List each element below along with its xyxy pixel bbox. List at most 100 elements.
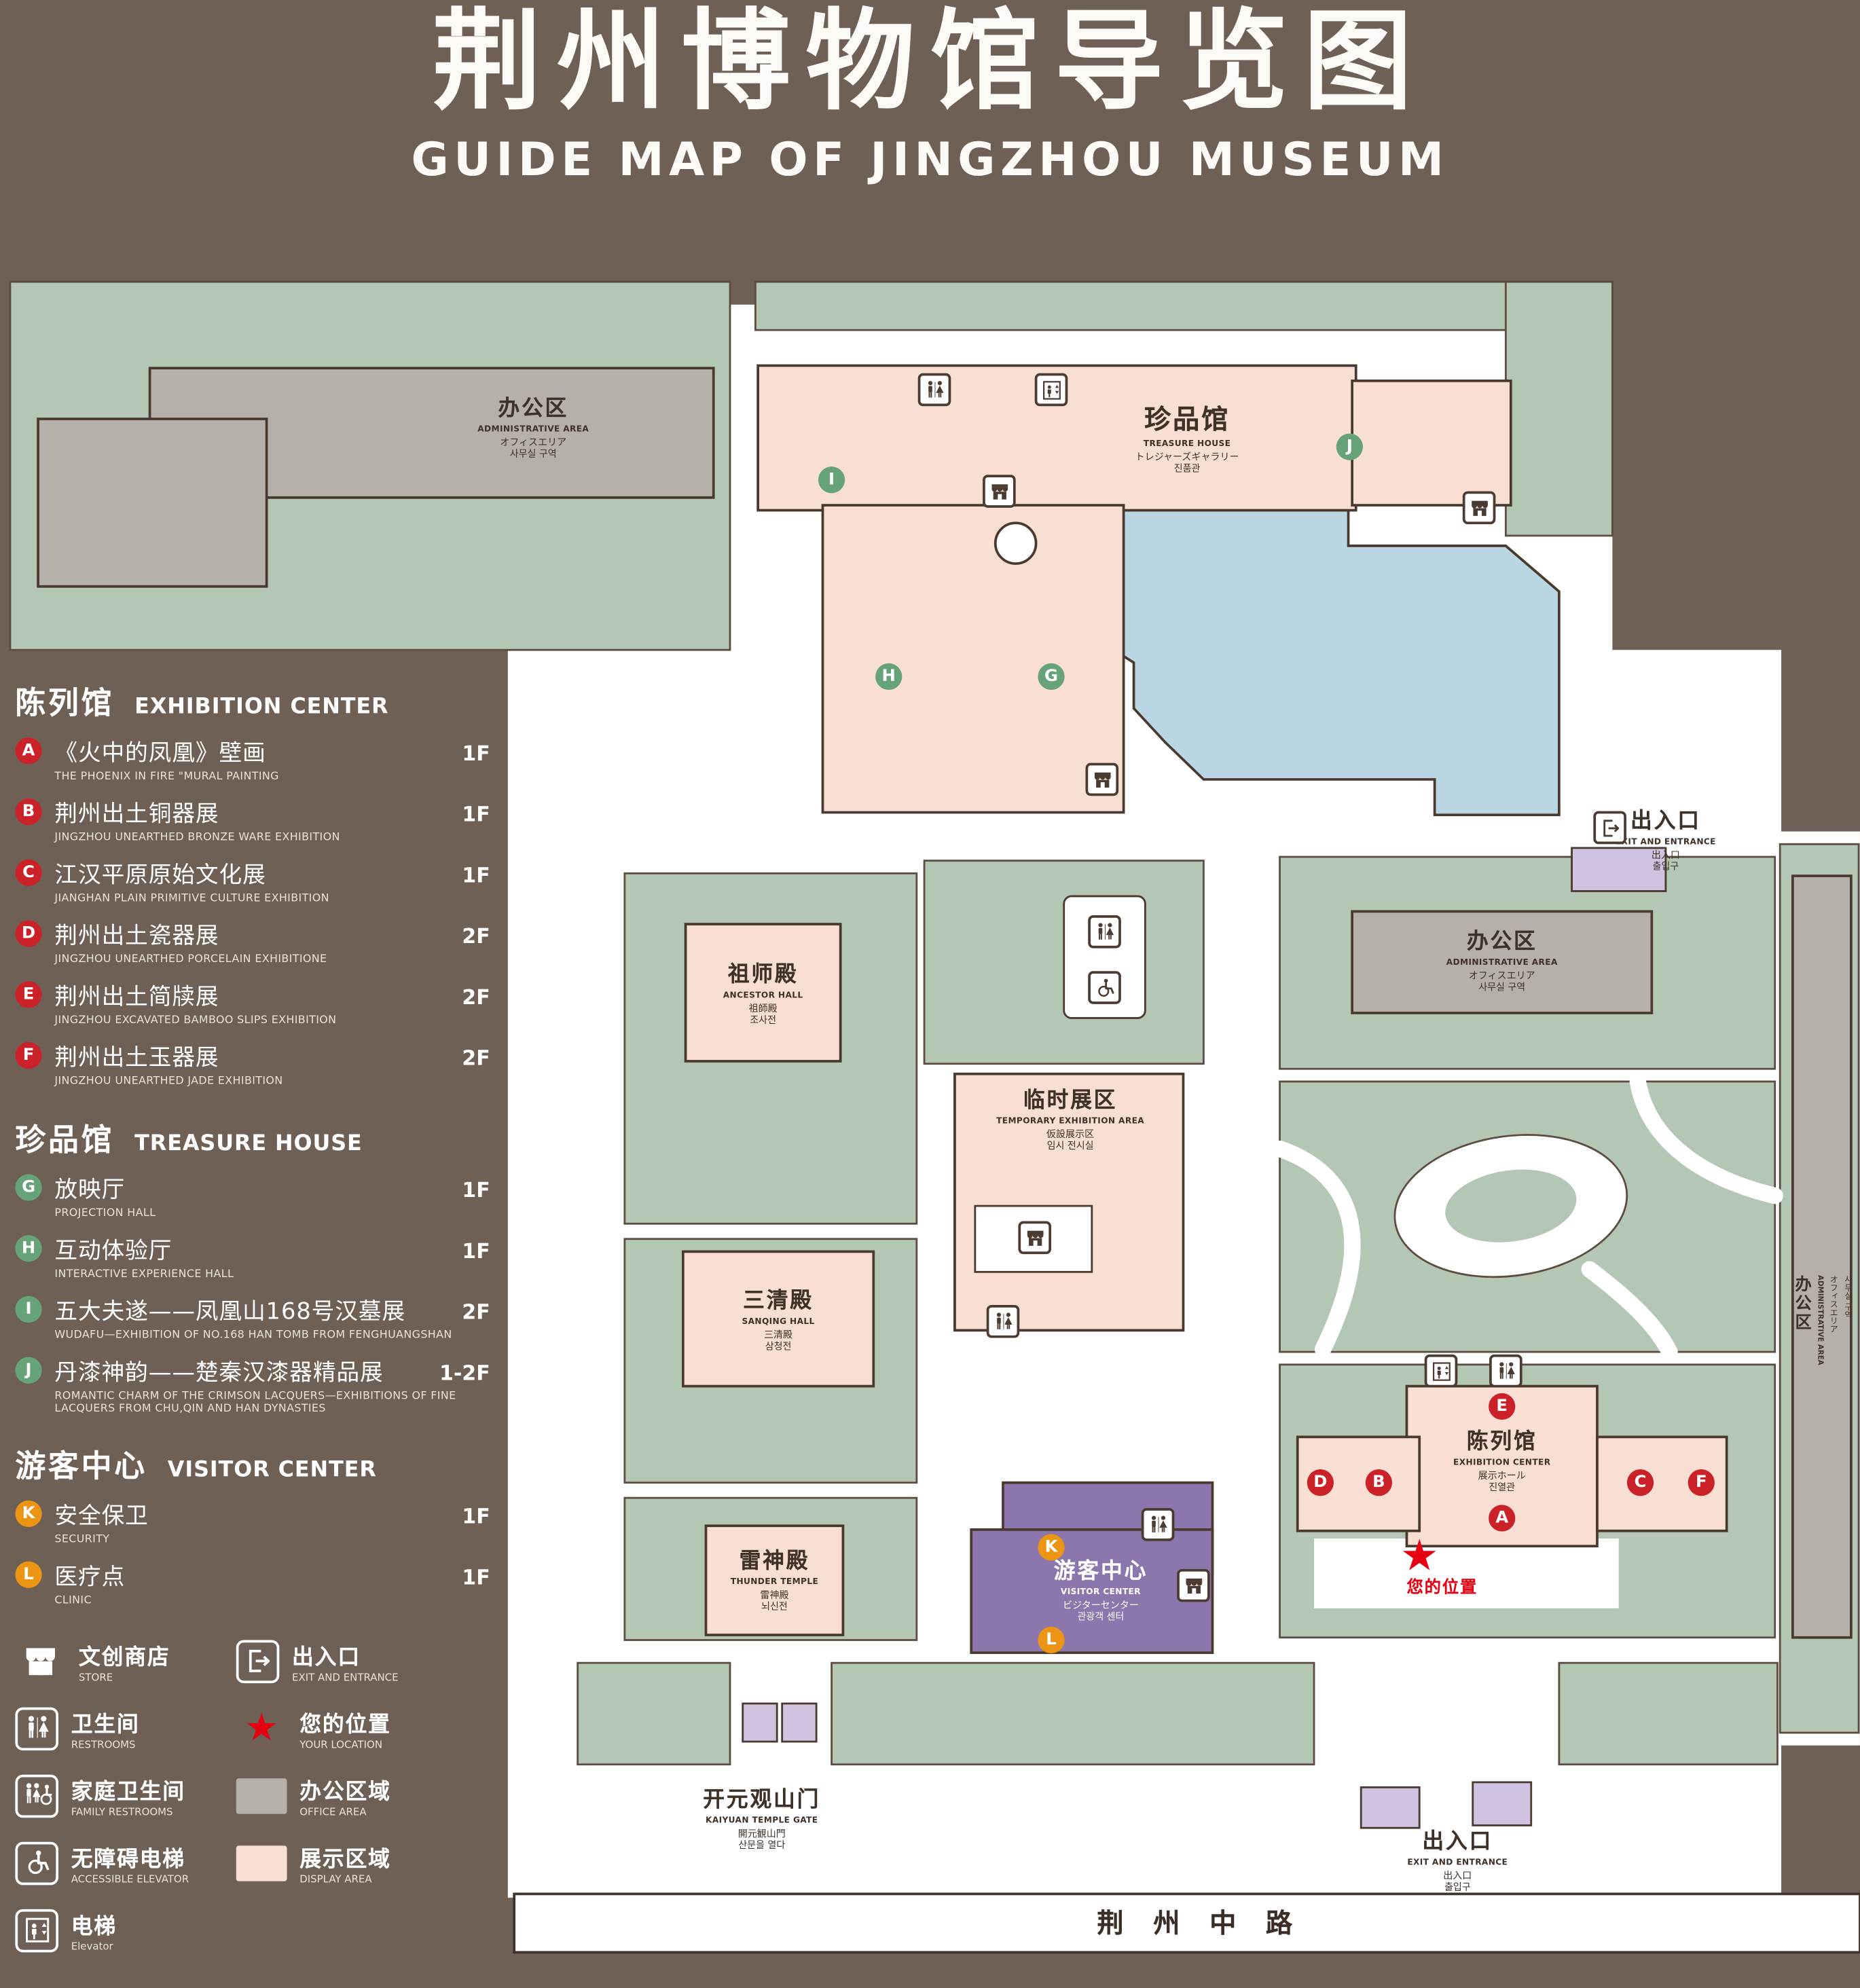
- legend-accessible-elevator-icon: [15, 1841, 59, 1885]
- legend-item-floor: 1F: [462, 802, 490, 827]
- legend-item-subtitle: ROMANTIC CHARM OF THE CRIMSON LACQUERS—E…: [54, 1390, 456, 1416]
- legend-item-floor: 1F: [462, 1504, 490, 1528]
- restroom-icon: [986, 1304, 1020, 1338]
- legend-item-subtitle: JINGZHOU EXCAVATED BAMBOO SLIPS EXHIBITI…: [54, 1014, 337, 1027]
- legend-item-marker: F: [15, 1042, 42, 1069]
- legend-family-restroom-icon: [15, 1773, 59, 1818]
- legend-item-title: 互动体验厅: [54, 1237, 172, 1265]
- map-marker-B: B: [1365, 1469, 1393, 1496]
- legend-item-title: 荆州出土瓷器展: [54, 923, 219, 950]
- legend-item-floor: 1F: [462, 863, 490, 887]
- legend-item-subtitle: WUDAFU—EXHIBITION OF NO.168 HAN TOMB FRO…: [54, 1329, 452, 1342]
- map-marker-A: A: [1489, 1505, 1516, 1532]
- legend-item: C 江汉平原原始文化展 1F JIANGHAN PLAIN PRIMITIVE CUL…: [15, 857, 490, 906]
- legend-item-title: 丹漆神韵——楚秦汉漆器精品展: [54, 1359, 384, 1386]
- ancestor-hall-building: [684, 923, 842, 1063]
- legend-item-title: 荆州出土玉器展: [54, 1044, 219, 1071]
- legend-exit-icon: [236, 1639, 280, 1683]
- round-plaza: [993, 521, 1038, 565]
- legend-item-title: 荆州出土铜器展: [54, 800, 219, 828]
- legend-item-marker: K: [15, 1500, 42, 1528]
- legend-item-subtitle: SECURITY: [54, 1533, 110, 1547]
- legend-item: B 荆州出土铜器展 1F JINGZHOU UNEARTHED BRONZE WARE…: [15, 796, 490, 845]
- legend-section-title-zh: 游客中心: [15, 1448, 147, 1484]
- visitor-center-building: [970, 1481, 1214, 1655]
- office-buildings: [37, 367, 1853, 1639]
- store-icon: [1462, 491, 1496, 525]
- label-admin-nw: 办公区 ADMINISTRATIVE AREA オフィスエリア 사무실 구역: [477, 396, 589, 460]
- legend-item-marker: A: [15, 737, 42, 765]
- legend-item-floor: 2F: [462, 1046, 490, 1071]
- legend-section-title-en: VISITOR CENTER: [167, 1457, 377, 1483]
- legend-item-subtitle: JINGZHOU UNEARTHED BRONZE WARE EXHIBITIO…: [54, 831, 340, 845]
- elevator-icon: [1034, 373, 1068, 407]
- legend-item-marker: D: [15, 920, 42, 947]
- temporary-exhibition-building: [953, 1072, 1185, 1332]
- legend-item-title: 江汉平原原始文化展: [54, 862, 266, 889]
- legend-section-title-en: TREASURE HOUSE: [134, 1130, 363, 1157]
- title-block: 荆州博物馆导览图 GUIDE MAP OF JINGZHOU MUSEUM: [0, 5, 1860, 187]
- legend-item-title: 安全保卫: [54, 1503, 149, 1530]
- garden-paths: [1271, 1073, 1783, 1361]
- legend-store-icon: [15, 1640, 66, 1683]
- store-icon: [1085, 762, 1119, 796]
- map-marker-H: H: [875, 663, 902, 691]
- legend-item-title: 放映厅: [54, 1177, 126, 1204]
- restroom-icon: [1489, 1354, 1522, 1388]
- legend-item-subtitle: JINGZHOU UNEARTHED PORCELAIN EXHIBITIONE: [54, 953, 327, 966]
- legend-item-floor: 1F: [462, 741, 490, 766]
- exit-and-entrance-icon: [1593, 811, 1626, 845]
- legend-item-title: 荆州出土简牍展: [54, 983, 219, 1011]
- legend-item-marker: L: [15, 1561, 42, 1588]
- legend-item: D 荆州出土瓷器展 2F JINGZHOU UNEARTHED PORCELAIN E…: [15, 918, 490, 968]
- legend-item-title: 五大夫遂——凤凰山168号汉墓展: [54, 1298, 406, 1325]
- legend-elevator-icon: [15, 1908, 59, 1952]
- label-road: 荆 州 中 路: [1097, 1908, 1303, 1939]
- label-admin-mid: 办公区 ADMINISTRATIVE AREA オフィスエリア 사무실 구역: [1446, 929, 1558, 993]
- legend-item-floor: 2F: [462, 924, 490, 949]
- legend-item-subtitle: JIANGHAN PLAIN PRIMITIVE CULTURE EXHIBIT…: [54, 892, 329, 906]
- label-admin-east: 办公区 ADMINISTRATIVE AREA オフィスエリア 사무실 구역: [1791, 1274, 1853, 1365]
- label-thunder-temple: 雷神殿 THUNDER TEMPLE 雷神殿 뇌신전: [730, 1548, 819, 1613]
- label-your-location: 您的位置: [1406, 1578, 1478, 1598]
- map-marker-E: E: [1489, 1393, 1516, 1420]
- legend-item-floor: 1F: [462, 1565, 490, 1589]
- legend-item-marker: E: [15, 981, 42, 1008]
- legend-section-title-zh: 珍品馆: [15, 1122, 115, 1158]
- legend-item-subtitle: JINGZHOU UNEARTHED JADE EXHIBITION: [54, 1075, 283, 1088]
- legend-section-heading: 游客中心 VISITOR CENTER: [15, 1441, 490, 1485]
- legend-section-title-en: EXHIBITION CENTER: [134, 694, 389, 720]
- legend-item-marker: C: [15, 859, 42, 886]
- your-location-star: ★: [1400, 1530, 1439, 1582]
- legend-item-subtitle: CLINIC: [54, 1594, 92, 1607]
- legend-section-title-zh: 陈列馆: [15, 685, 115, 721]
- store-icon: [1177, 1568, 1210, 1602]
- legend-display-swatch: [236, 1845, 287, 1881]
- legend-item-marker: B: [15, 798, 42, 826]
- label-sanqing-hall: 三清殿 SANQING HALL 三清殿 삼청전: [742, 1288, 815, 1352]
- legend-item-marker: I: [15, 1295, 42, 1323]
- label-treasure-house: 珍品馆 TREASURE HOUSE トレジャーズギャラリー 진품관: [1135, 404, 1239, 475]
- legend-item-floor: 1F: [462, 1177, 490, 1202]
- thunder-temple-building: [704, 1524, 845, 1636]
- legend-item: F 荆州出土玉器展 2F JINGZHOU UNEARTHED JADE EXHIBI…: [15, 1039, 490, 1089]
- legend-location-star-icon: ★: [244, 1705, 279, 1750]
- label-kaiyuan-gate: 开元观山门 KAIYUAN TEMPLE GATE 開元観山門 산문을 열다: [703, 1787, 821, 1852]
